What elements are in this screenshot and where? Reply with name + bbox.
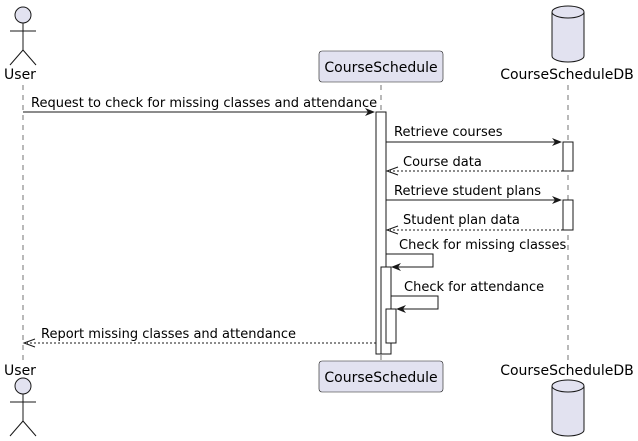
message-check-missing-label: Check for missing classes: [399, 238, 566, 253]
message-plan-data-arrowhead: [385, 225, 399, 235]
message-check-attendance-line: [391, 295, 439, 310]
message-check-missing-line: [386, 253, 434, 268]
message-course-data-label: Course data: [403, 155, 482, 170]
user-actor-top-icon: [9, 6, 37, 66]
participant-courseschedule-bottom-label: CourseSchedule: [324, 370, 437, 386]
participant-coursescheduledb-top-label: CourseScheduleDB: [500, 67, 634, 83]
message-retrieve-plans-label: Retrieve student plans: [394, 184, 541, 199]
message-check-attendance-arrowhead: [396, 305, 406, 313]
message-retrieve-courses-arrowhead: [552, 138, 562, 146]
activation-db-courses: [562, 141, 574, 172]
participant-courseschedule-top-box: [318, 50, 444, 83]
database-bottom-icon: [551, 379, 585, 437]
participant-courseschedule-top-label: CourseSchedule: [324, 60, 437, 76]
message-report-arrowhead: [22, 338, 36, 348]
activation-courseschedule-attendance: [385, 308, 397, 344]
message-check-missing-arrowhead: [391, 263, 401, 271]
message-course-data-arrowhead: [385, 166, 399, 176]
message-request-arrowhead: [365, 108, 375, 116]
participant-user-top-label: User: [4, 67, 36, 83]
message-check-attendance-label: Check for attendance: [404, 280, 544, 295]
user-actor-bottom-icon: [9, 377, 37, 437]
message-plan-data-label: Student plan data: [403, 213, 520, 228]
message-report-label: Report missing classes and attendance: [41, 327, 296, 342]
participant-coursescheduledb-bottom-label: CourseScheduleDB: [500, 363, 634, 379]
activation-db-plans: [562, 199, 574, 231]
message-request-label: Request to check for missing classes and…: [31, 96, 377, 111]
message-retrieve-plans-arrowhead: [552, 196, 562, 204]
participant-courseschedule-bottom-box: [318, 360, 444, 393]
message-retrieve-courses-label: Retrieve courses: [394, 125, 503, 140]
database-top-icon: [551, 5, 585, 63]
participant-user-bottom-label: User: [4, 363, 36, 379]
